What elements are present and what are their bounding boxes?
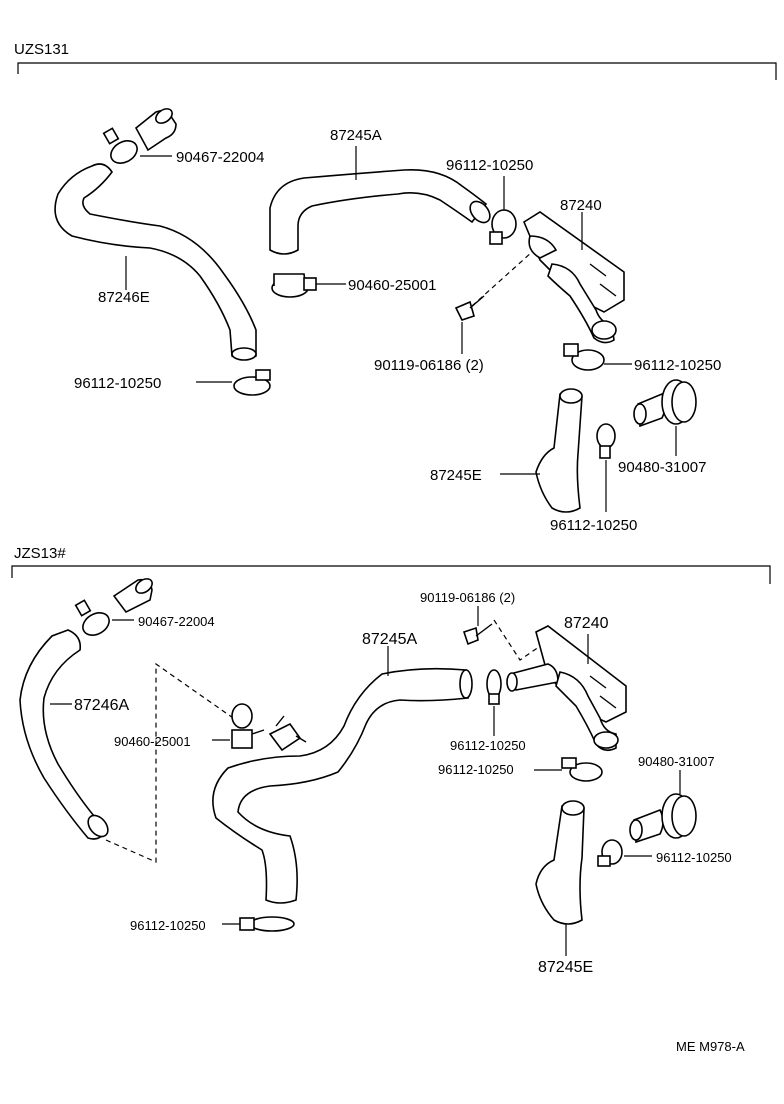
label-87240-top: 87240	[560, 197, 602, 214]
hose-clamp-22004-top	[102, 127, 138, 164]
hose-clamp-10250-top-c	[563, 343, 605, 371]
label-87246e: 87246E	[98, 289, 150, 306]
label-90480-31007-top: 90480-31007	[618, 459, 706, 476]
label-90460-25001-top: 90460-25001	[348, 277, 436, 294]
label-96112-10250-bottom-d: 96112-10250	[656, 850, 732, 865]
section-bracket-bottom	[11, 565, 771, 584]
pipe-end-bottom	[112, 578, 153, 614]
section-title-uzs131: UZS131	[14, 41, 69, 58]
label-96112-10250-top-a: 96112-10250	[74, 375, 161, 392]
label-90119-06186-top: 90119-06186 (2)	[374, 357, 484, 374]
bolt-90119-06186-top	[454, 295, 485, 321]
pipe-end-top	[134, 108, 177, 152]
label-96112-10250-top-c: 96112-10250	[634, 357, 721, 374]
hose-87245a-top	[269, 169, 488, 255]
label-90119-06186-bottom: 90119-06186 (2)	[420, 590, 515, 605]
hose-clamp-10250-top-b	[489, 209, 517, 245]
hose-clamp-25001-top	[271, 273, 317, 298]
water-valve-87240-top	[522, 211, 625, 344]
label-87245a-top: 87245A	[330, 127, 382, 144]
hose-87245e-top	[535, 389, 583, 513]
label-96112-10250-top-b: 96112-10250	[446, 157, 533, 174]
hose-87246e	[54, 163, 257, 360]
hose-clamp-10250-top-d	[596, 423, 616, 459]
hose-clamp-10250-bottom-c	[561, 757, 603, 782]
label-87245e-bottom: 87245E	[538, 959, 593, 976]
label-90460-25001-bottom: 90460-25001	[114, 734, 191, 749]
water-valve-87240-bottom	[506, 625, 627, 752]
label-87246a: 87246A	[74, 697, 129, 714]
label-87245e-top: 87245E	[430, 467, 482, 484]
label-90467-22004-bottom: 90467-22004	[138, 614, 215, 629]
label-96112-10250-bottom-b: 96112-10250	[450, 738, 526, 753]
label-96112-10250-bottom-a: 96112-10250	[130, 918, 206, 933]
grommet-90480-31007-top	[633, 379, 697, 428]
hose-clamp-25001-bottom	[231, 703, 265, 749]
grommet-90480-31007-bottom	[629, 793, 697, 844]
hose-fitting-bottom	[268, 715, 307, 752]
bolt-guide-line-bottom	[493, 619, 547, 661]
hose-87246a	[19, 629, 107, 840]
hose-clamp-22004-bottom	[74, 599, 110, 636]
hose-87245a-bottom	[212, 667, 469, 904]
hose-clamp-10250-top-a	[233, 369, 271, 396]
hose-clamp-10250-bottom-a	[239, 916, 295, 932]
section-title-jzs13: JZS13#	[14, 545, 66, 562]
hose-87245e-bottom	[535, 801, 585, 925]
diagram-code: ME M978-A	[676, 1039, 745, 1054]
label-87245a-bottom: 87245A	[362, 631, 417, 648]
section-bracket-top	[17, 62, 777, 80]
label-87240-bottom: 87240	[564, 615, 609, 632]
hose-clamp-10250-bottom-d	[597, 839, 623, 867]
label-96112-10250-top-d: 96112-10250	[550, 517, 637, 534]
label-96112-10250-bottom-c: 96112-10250	[438, 762, 514, 777]
clamp-guide-line-bottom	[105, 662, 237, 863]
bolt-90119-06186-bottom	[462, 623, 493, 646]
label-90480-31007-bottom: 90480-31007	[638, 754, 715, 769]
hose-clamp-10250-bottom-b	[486, 669, 502, 705]
label-90467-22004-top: 90467-22004	[176, 149, 264, 166]
